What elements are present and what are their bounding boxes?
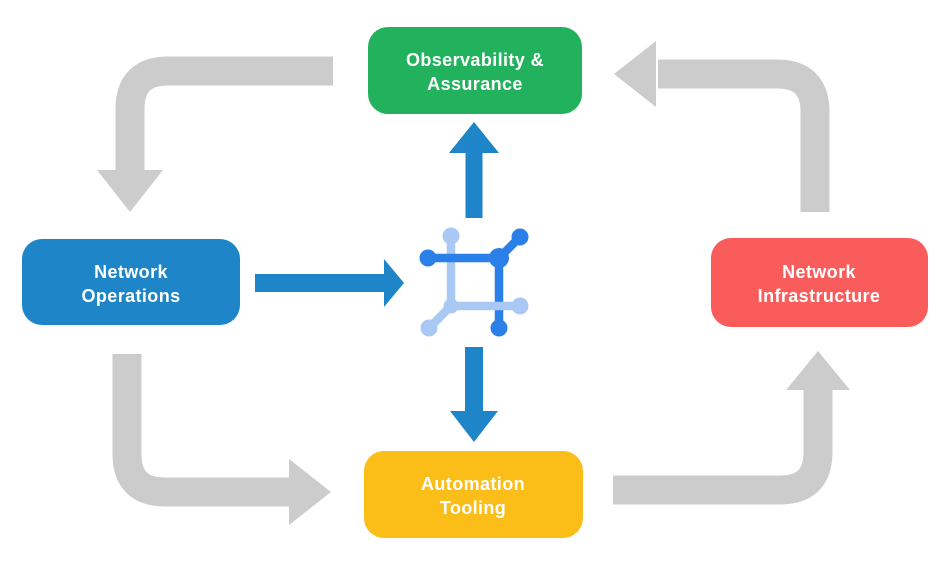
automation-tooling-node: Automation Tooling <box>364 451 583 538</box>
node-label-line: Infrastructure <box>758 286 881 306</box>
arrow-head-up-icon <box>786 351 850 390</box>
node-label-line: Observability & <box>406 50 544 70</box>
node-box <box>368 27 582 114</box>
node-label-line: Tooling <box>440 498 506 518</box>
arrow-infrastructure-to-observability <box>614 41 830 212</box>
icon-node-bottom-left <box>420 319 438 337</box>
network-operations-node: Network Operations <box>22 239 240 325</box>
node-label-line: Automation <box>421 474 525 494</box>
node-label-line: Assurance <box>427 74 523 94</box>
node-label-line: Network <box>782 262 856 282</box>
arrow-head-up-icon <box>449 122 499 153</box>
arrow-head-down-icon <box>450 411 498 442</box>
node-box <box>364 451 583 538</box>
arrow-operations-to-center <box>255 259 404 307</box>
icon-node-top-left <box>442 227 460 245</box>
icon-node-top-right <box>511 228 529 246</box>
icon-corner-node-top-right <box>489 248 509 268</box>
arrow-head-left-icon <box>614 41 656 107</box>
arrow-elbow <box>115 56 333 172</box>
node-box <box>22 239 240 325</box>
arrow-head-right-icon <box>384 259 404 307</box>
arrow-center-to-tooling <box>450 347 498 442</box>
arrow-elbow <box>112 354 291 507</box>
arrow-tooling-to-infrastructure <box>613 351 850 505</box>
icon-node-right <box>511 297 529 315</box>
observability-assurance-node: Observability & Assurance <box>368 27 582 114</box>
network-automation-icon <box>419 227 529 337</box>
arrow-observability-to-operations <box>97 56 333 212</box>
icon-node-left <box>419 249 437 267</box>
node-box <box>711 238 928 327</box>
arrow-operations-to-tooling <box>112 354 331 525</box>
network-infrastructure-node: Network Infrastructure <box>711 238 928 327</box>
arrow-elbow <box>658 59 830 212</box>
node-label-line: Operations <box>81 286 180 306</box>
arrow-elbow <box>613 389 833 505</box>
icon-node-bottom <box>490 319 508 337</box>
arrow-head-down-icon <box>97 170 163 212</box>
arrow-head-right-icon <box>289 459 331 525</box>
node-label-line: Network <box>94 262 168 282</box>
arrow-center-to-observability <box>449 122 499 218</box>
